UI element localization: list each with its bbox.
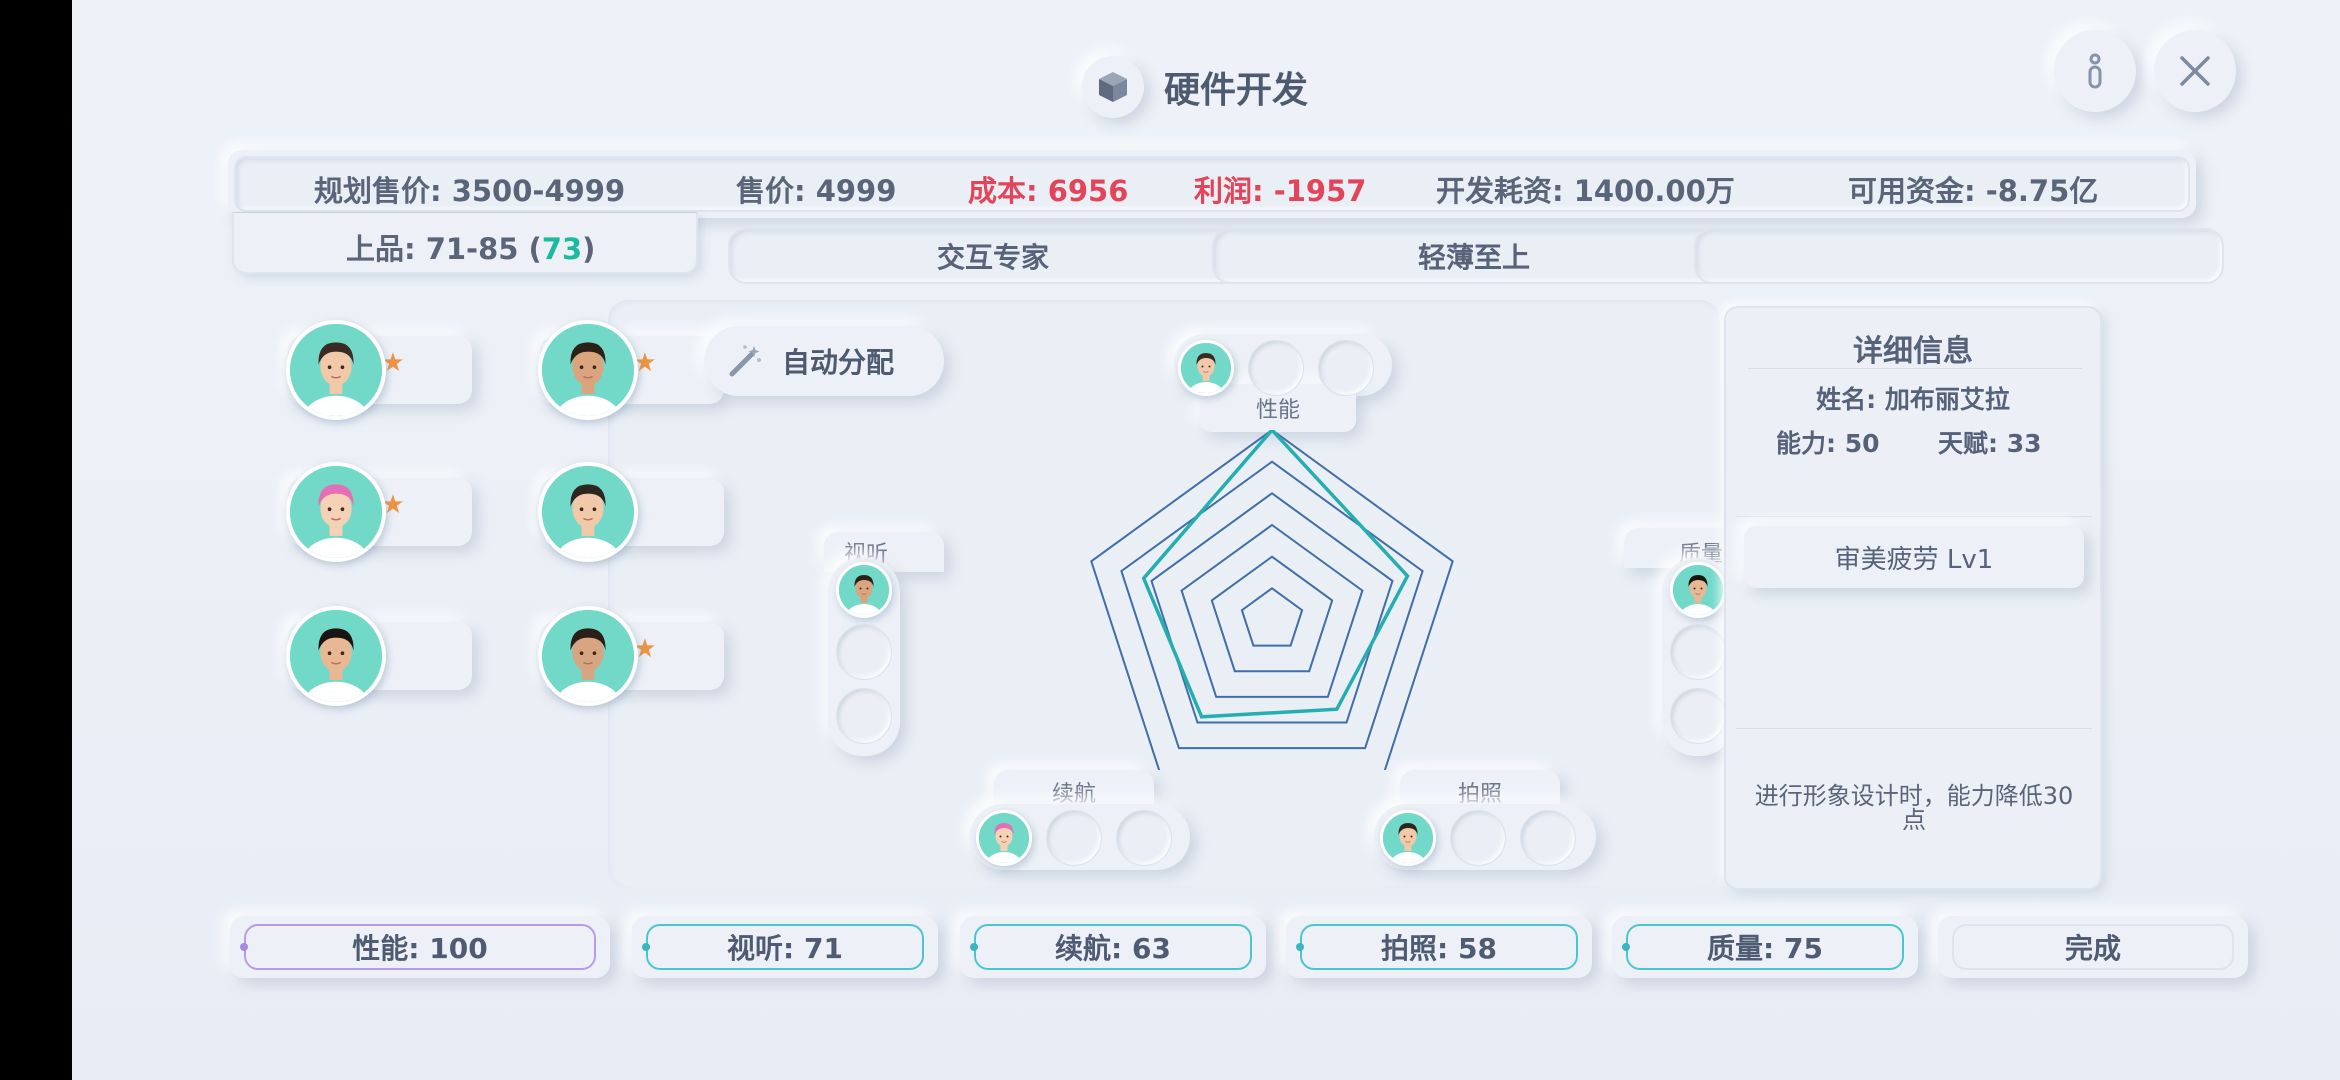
quality-score-button[interactable]: 质量: 75 [1612,916,1918,978]
game-screen: 硬件开发 规划售价: 3500-4999 售价: 4999 成本: 6956 利… [72,0,2340,1080]
audio-video-slot-avatar[interactable] [836,562,892,618]
tier-box [232,212,698,274]
auto-assign-button[interactable]: 自动分配 [704,326,944,396]
tag-slot-1[interactable]: 交互专家 [728,228,1258,284]
audio-video-slot-empty-1[interactable] [836,624,892,680]
employee-avatar[interactable] [538,606,638,706]
info-icon [2088,53,2102,89]
price: 售价: 4999 [736,174,897,208]
radar-chart [1090,430,1454,770]
dev-cost: 开发耗资: 1400.00万 [1436,174,1735,208]
planned-price: 规划售价: 3500-4999 [314,174,626,208]
camera-slot-empty-2[interactable] [1520,810,1576,866]
quality-slot-empty-2[interactable] [1670,688,1726,744]
magic-wand-icon [729,345,761,377]
tag-slot-2[interactable]: 轻薄至上 [1212,228,1736,284]
done-button[interactable]: 完成 [1938,916,2248,978]
radar-grid-ring [1240,587,1304,647]
radar-grid-ring [1120,460,1424,750]
radar-grid-ring [1150,492,1394,724]
page-title: 硬件开发 [1164,70,1309,111]
battery-slot-avatar[interactable] [976,810,1032,866]
cost: 成本: 6956 [968,174,1129,208]
trait-description: 进行形象设计时，能力降低30点 [1754,782,2074,834]
camera-slot-empty-1[interactable] [1450,810,1506,866]
tag-slot-3[interactable] [1694,228,2224,284]
battery-score-button[interactable]: 续航: 63 [960,916,1266,978]
detail-title: 详细信息 [1853,334,1973,369]
available-funds: 可用资金: -8.75亿 [1848,174,2099,208]
radar-grid-ring [1090,430,1454,770]
profit: 利润: -1957 [1194,174,1367,208]
cube-icon [1082,56,1144,118]
performance-slot-empty-1[interactable] [1248,340,1304,396]
detail-name: 姓名: 加布丽艾拉 [1816,385,2010,414]
camera-label: 拍照 [1457,782,1502,807]
info-button[interactable] [2054,30,2136,112]
quality-slot-empty-1[interactable] [1670,624,1726,680]
employee-avatar[interactable] [286,462,386,562]
employee-avatar[interactable] [538,462,638,562]
employee-avatar[interactable] [538,320,638,420]
battery-slot-empty-2[interactable] [1116,810,1172,866]
radar-series [1141,430,1410,719]
radar-grid-ring [1210,555,1334,673]
performance-slot-avatar[interactable] [1178,340,1234,396]
detail-ability: 能力: 50 [1776,429,1880,458]
detail-panel: 详细信息 姓名: 加布丽艾拉 能力: 50 天赋: 33 审美疲劳 Lv1 进行… [1724,306,2102,890]
employee-avatar[interactable] [286,320,386,420]
camera-score-button[interactable]: 拍照: 58 [1286,916,1592,978]
quality-slot-avatar[interactable] [1670,562,1726,618]
battery-label: 续航 [1051,782,1096,807]
header: 硬件开发 [1082,54,1308,120]
battery-slot-empty-1[interactable] [1046,810,1102,866]
performance-score-button[interactable]: 性能: 100 [230,916,610,978]
stats-bar [228,150,2196,218]
trait-card[interactable]: 审美疲劳 Lv1 [1744,526,2084,588]
close-button[interactable] [2154,30,2236,112]
employee-avatar[interactable] [286,606,386,706]
performance-slot-empty-2[interactable] [1318,340,1374,396]
radar-grid-ring [1180,523,1364,698]
audio-video-score-button[interactable]: 视听: 71 [632,916,938,978]
tier-range: 上品: 71-85 (73) [346,232,596,266]
audio-video-slot-empty-2[interactable] [836,688,892,744]
detail-talent: 天赋: 33 [1938,429,2042,458]
close-icon [2180,56,2210,86]
camera-slot-avatar[interactable] [1380,810,1436,866]
tier-score: 73 [541,232,583,266]
